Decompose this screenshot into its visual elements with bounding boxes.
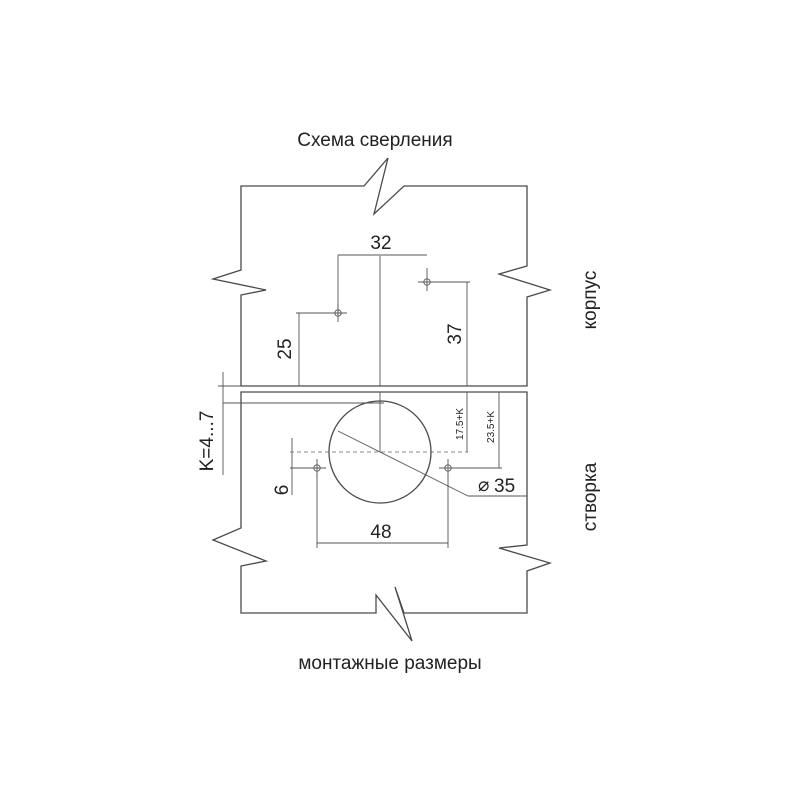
dim-35-label: 35	[494, 476, 515, 497]
dim-35-diameter-symbol: ⌀	[478, 475, 489, 496]
dim-32-label: 32	[370, 233, 391, 254]
diagram-caption: монтажные размеры	[298, 653, 481, 674]
label-stvorka: створка	[580, 462, 601, 531]
dim-25-label: 25	[275, 338, 296, 359]
dim-48-label: 48	[370, 522, 391, 543]
dim-23-5k-label: 23.5+K	[486, 411, 497, 443]
cabinet-panel-outline	[210, 157, 553, 387]
dim-37-label: 37	[445, 323, 466, 344]
door-panel-outline	[211, 391, 553, 642]
diagram-title: Схема сверления	[297, 130, 452, 151]
cabinet-hole-right	[418, 268, 436, 291]
label-korpus: корпус	[580, 271, 601, 330]
dim-6-label: 6	[272, 485, 293, 496]
dim-17-5k-label: 17.5+K	[455, 408, 466, 440]
dim-35-leader	[337, 430, 469, 497]
dim-k-label: K=4...7	[197, 411, 218, 472]
